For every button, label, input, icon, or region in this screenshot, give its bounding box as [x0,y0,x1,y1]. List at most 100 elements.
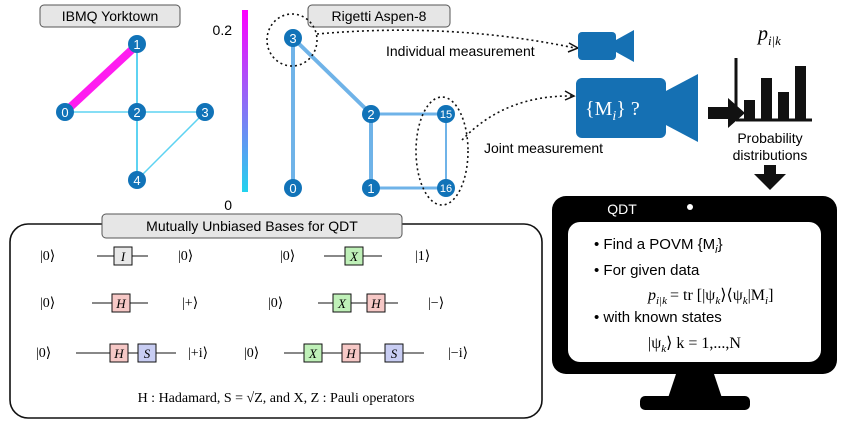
qdt-bullet2: For given data [603,262,700,279]
probability-caption-line2: distributions [733,147,808,163]
right-arrow [708,98,745,128]
svg-text:H: H [345,346,356,361]
joint-measurement-label: Joint measurement [484,140,603,156]
svg-text:H: H [113,346,124,361]
svg-text:|0⟩: |0⟩ [244,346,259,361]
svg-text:• For given data: • For given data [594,262,700,279]
ibmq-node-1: 1 [128,35,146,53]
svg-text:|0⟩: |0⟩ [40,296,55,311]
large-camera-icon: {Mi} ? [576,74,698,142]
individual-selection-outline [266,13,318,67]
mub-circuit-I: |0⟩ I |0⟩ [40,246,193,266]
prob-bar-3 [778,92,789,120]
ibmq-node-0: 0 [56,103,74,121]
rigetti-node-1: 1 [362,179,380,197]
down-arrow [754,165,786,190]
svg-text:X: X [308,346,318,361]
svg-text:|0⟩: |0⟩ [178,249,193,264]
mub-frame [9,223,543,419]
svg-text:pi|k: pi|k [756,23,781,48]
svg-text:4: 4 [133,173,140,188]
svg-text:2: 2 [367,107,374,122]
colorbar-max-label: 0.2 [213,22,233,38]
svg-text:X: X [337,296,347,311]
individual-measurement-label: Individual measurement [386,43,535,59]
mub-circuit-H: |0⟩ H |+⟩ [40,293,198,313]
svg-text:• with known states: • with known states [594,309,722,326]
rigetti-node-2: 2 [362,105,380,123]
svg-text:{Mi} ?: {Mi} ? [585,98,640,124]
monitor-stand [640,396,750,410]
mub-title-box [101,213,403,239]
svg-text:I: I [120,249,126,264]
edge-0-1 [62,41,141,115]
svg-text:|0⟩: |0⟩ [40,249,55,264]
mub-title: Mutually Unbiased Bases for QDT [146,218,358,234]
svg-text:S: S [391,346,398,361]
svg-text:2: 2 [133,105,140,120]
rigetti-node-0: 0 [284,179,302,197]
mub-circuit-HS: |0⟩ H S |+i⟩ [36,343,208,363]
svg-text:|0⟩: |0⟩ [36,346,51,361]
qdt-tab [582,200,662,218]
svg-text:S: S [144,346,151,361]
rigetti-title-box [307,4,451,28]
svg-text:H: H [370,296,381,311]
svg-text:X: X [349,249,359,264]
rigetti-node-15: 15 [437,105,455,123]
monitor-screen [568,222,821,362]
monitor-neck [668,374,722,398]
monitor-camera-dot [687,204,693,210]
qdt-bullet1: Find a POVM {M [603,236,715,253]
prob-bar-2 [761,78,772,120]
colorbar-min-label: 0 [224,197,232,213]
rigetti-node-3: 3 [284,29,302,47]
joint-selection-outline [415,96,469,206]
probability-symbol: p [756,23,768,45]
mub-circuit-XHS: |0⟩ X H S |−i⟩ [244,343,468,363]
svg-text:15: 15 [440,109,452,121]
svg-text:0: 0 [289,181,296,196]
edge-3-4 [136,111,206,181]
svg-text:|0⟩: |0⟩ [268,296,283,311]
prob-bar-1 [744,100,755,120]
mub-circuit-X: |0⟩ X |1⟩ [280,246,430,266]
ibmq-node-3: 3 [196,103,214,121]
svg-text:16: 16 [440,183,452,195]
svg-text:|1⟩: |1⟩ [415,249,430,264]
qdt-states: |ψk⟩ k = 1,...,N [648,335,741,355]
svg-text:3: 3 [289,31,296,46]
joint-arrowhead [564,90,576,101]
probability-caption-line1: Probability [737,130,802,146]
qdt-title: QDT [607,201,637,217]
small-camera-icon [578,30,634,62]
ibmq-node-4: 4 [128,171,146,189]
ibmq-title: IBMQ Yorktown [62,8,159,24]
individual-arrowhead [567,42,580,53]
svg-text:• Find a POVM {Mi}: • Find a POVM {Mi} [594,236,723,256]
measurement-section: Individual measurement Joint measurement… [316,29,745,156]
edge-3-2 [291,36,373,116]
ibmq-title-box [39,4,181,28]
qdt-bullet3: with known states [602,309,721,326]
prob-bar-4 [795,66,806,120]
svg-text:|0⟩: |0⟩ [280,249,295,264]
colorbar: 0.2 0 [213,10,248,213]
qdt-monitor: QDT • Find a POVM {Mi} • For given data … [552,196,837,410]
joint-dotted-arrow [461,95,573,141]
probability-section: pi|k Probability distributions [733,23,812,190]
colorbar-gradient [242,10,248,192]
ibmq-node-2: 2 [128,103,146,121]
rigetti-title: Rigetti Aspen-8 [332,8,427,24]
qdt-formula: pi|k= tr [|ψk⟩⟨ψk|Mi] [647,287,773,307]
svg-text:|+⟩: |+⟩ [182,296,198,311]
camera-povm-text: {M [585,98,613,120]
individual-dotted-arrow [316,29,576,49]
svg-text:|−⟩: |−⟩ [428,296,444,311]
mub-circuit-XH: |0⟩ X H |−⟩ [268,293,444,313]
svg-text:|+i⟩: |+i⟩ [188,346,208,361]
svg-text:|−i⟩: |−i⟩ [448,346,468,361]
svg-text:1: 1 [367,181,374,196]
mub-caption: H : Hadamard, S = √Z, and X, Z : Pauli o… [138,391,415,406]
